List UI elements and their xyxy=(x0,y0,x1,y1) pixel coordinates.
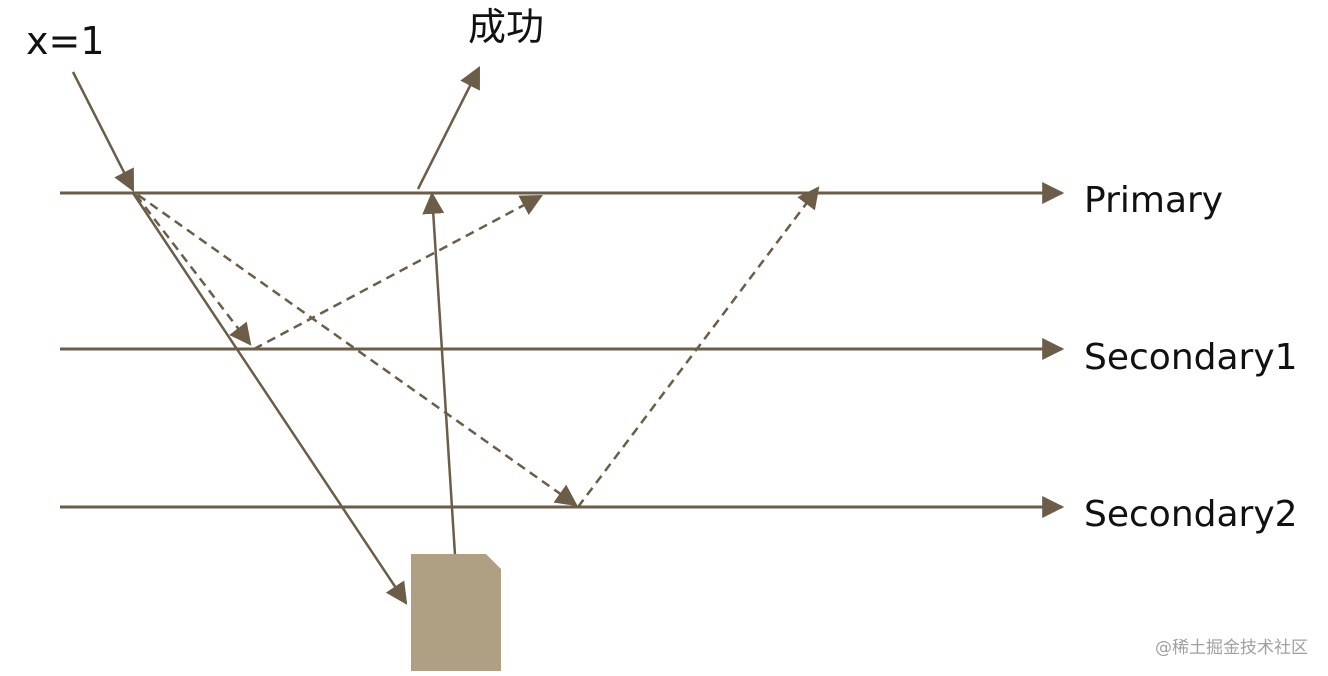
ack-from-secondary1-arrow xyxy=(253,194,543,351)
primary-label: Primary xyxy=(1084,180,1223,221)
secondary2-label: Secondary2 xyxy=(1084,494,1298,535)
ack-from-secondary2-arrow xyxy=(577,186,820,508)
success-arrow xyxy=(416,66,481,190)
replicate-to-secondary1-arrow xyxy=(135,194,252,346)
write-request-arrow xyxy=(71,71,135,192)
primary-to-client-arrow xyxy=(131,192,408,605)
client-write-label: x=1 xyxy=(26,19,105,63)
watermark-text: @稀土掘金技术社区 xyxy=(1155,638,1308,658)
secondary1-label: Secondary1 xyxy=(1084,337,1298,378)
client-to-primary-arrow xyxy=(422,191,457,556)
document-icon xyxy=(411,554,501,671)
success-label: 成功 xyxy=(468,5,544,49)
